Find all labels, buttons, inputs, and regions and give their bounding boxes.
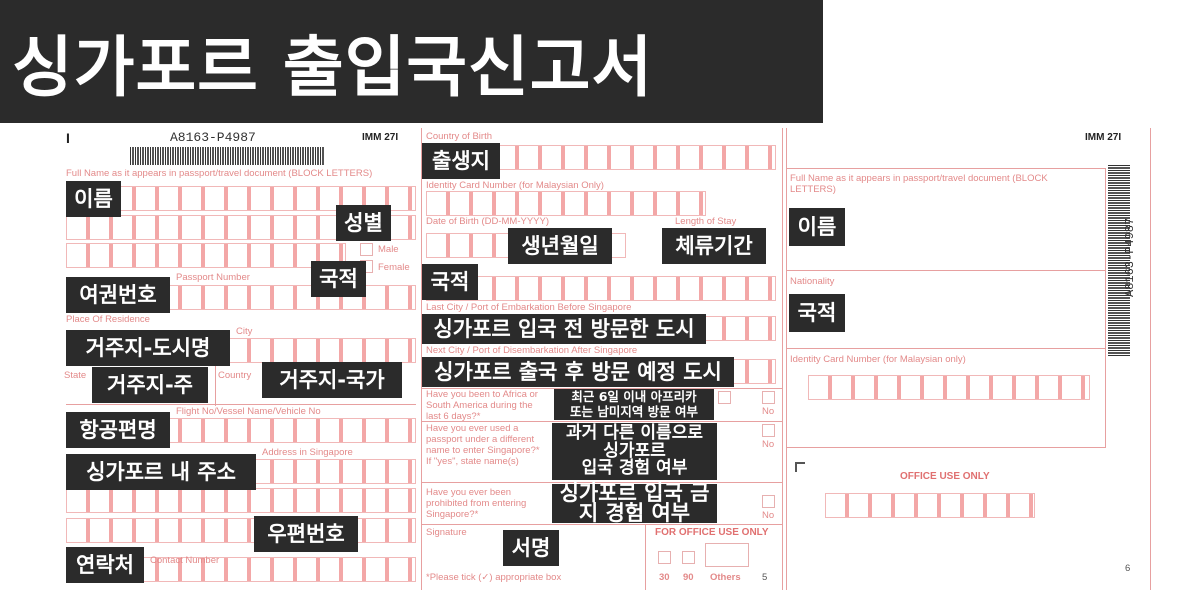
country-of-birth-label: Country of Birth xyxy=(426,131,492,142)
ic-label: Identity Card Number (for Malaysian Only… xyxy=(426,180,604,191)
annotation-different-name: 과거 다른 이름으로 싱가포르 입국 경험 여부 xyxy=(552,423,717,480)
annotation-next-city: 싱가포르 출국 후 방문 예정 도시 xyxy=(422,357,734,387)
page-title: 싱가포르 출입국신고서 xyxy=(0,0,823,123)
annotation-address: 싱가포르 내 주소 xyxy=(66,454,256,490)
annotation-nationality: 국적 xyxy=(311,261,366,297)
office-use-label: OFFICE USE ONLY xyxy=(900,471,990,482)
marker: I xyxy=(66,130,70,146)
90-day-checkbox xyxy=(682,551,695,564)
africa-question: Have you been to Africa or South America… xyxy=(426,389,538,422)
annotation-postal: 우편번호 xyxy=(254,516,358,552)
others-label: Others xyxy=(710,572,741,583)
female-label: Female xyxy=(378,262,410,273)
ic-boxes[interactable] xyxy=(426,191,706,216)
annotation-country: 거주지-국가 xyxy=(262,362,402,398)
no-label: No xyxy=(762,439,775,450)
full-name-label: Full Name as it appears in passport/trav… xyxy=(66,168,373,179)
nationality-label: Nationality xyxy=(790,276,835,287)
corner-mark xyxy=(795,462,805,472)
serial-number-vertical: A8163-P4987 xyxy=(1123,217,1137,297)
annotation-name: 이름 xyxy=(66,181,121,217)
arrival-card-middle xyxy=(421,128,783,590)
form-code: IMM 27I xyxy=(1085,132,1122,143)
corner-number: 5 xyxy=(762,572,768,583)
annotation-nationality-2: 국적 xyxy=(422,264,478,300)
africa-yes-checkbox[interactable] xyxy=(718,391,731,404)
office-use-boxes xyxy=(825,493,1035,518)
annotation-dob: 생년월일 xyxy=(508,228,612,264)
others-box xyxy=(705,543,749,567)
prohibited-no-checkbox[interactable] xyxy=(762,495,775,508)
annotation-contact: 연락처 xyxy=(66,547,144,583)
prohibited-question: Have you ever been prohibited from enter… xyxy=(426,487,527,520)
male-checkbox[interactable] xyxy=(360,243,373,256)
annotation-birthplace: 출생지 xyxy=(422,143,500,179)
90-label: 90 xyxy=(683,572,694,583)
state-label: State xyxy=(64,370,87,381)
africa-no-checkbox[interactable] xyxy=(762,391,775,404)
barcode-vertical xyxy=(1108,165,1130,357)
postal-code-boxes[interactable] xyxy=(66,518,416,543)
male-label: Male xyxy=(378,244,399,255)
form-code: IMM 27I xyxy=(362,132,399,143)
signature-label: Signature xyxy=(426,527,467,538)
annotation-stay: 체류기간 xyxy=(662,228,766,264)
tick-note: *Please tick (✓) appropriate box xyxy=(426,572,562,583)
full-name-boxes[interactable] xyxy=(66,243,346,268)
annotation-prohibited: 싱가포르 입국 금지 경험 여부 xyxy=(552,482,717,523)
address-label: Address in Singapore xyxy=(262,447,353,458)
ic-label: Identity Card Number (for Malaysian only… xyxy=(790,354,966,365)
country-label: Country xyxy=(218,370,252,381)
flight-label: Flight No/Vessel Name/Vehicle No xyxy=(176,406,321,417)
serial-number: A8163-P4987 xyxy=(170,130,256,145)
barcode xyxy=(130,147,325,165)
annotation-right-nationality: 국적 xyxy=(789,294,845,332)
length-of-stay-label: Length of Stay xyxy=(675,216,737,227)
30-day-checkbox xyxy=(658,551,671,564)
annotation-state: 거주지-주 xyxy=(92,367,208,403)
last-city-label: Last City / Port of Embarkation Before S… xyxy=(426,302,632,313)
dob-label: Date of Birth (DD-MM-YYYY) xyxy=(426,216,549,227)
no-label: No xyxy=(762,510,775,521)
30-label: 30 xyxy=(659,572,670,583)
full-name-label: Full Name as it appears in passport/trav… xyxy=(790,173,1048,195)
annotation-last-city: 싱가포르 입국 전 방문한 도시 xyxy=(422,314,706,344)
annotation-right-name: 이름 xyxy=(789,208,845,246)
annotation-africa: 최근 6일 이내 아프리카 또는 남미지역 방문 여부 xyxy=(554,389,714,420)
office-use-label: FOR OFFICE USE ONLY xyxy=(655,527,769,538)
no-label: No xyxy=(762,406,775,417)
city-label: City xyxy=(236,326,253,337)
annotation-passport: 여권번호 xyxy=(66,277,170,313)
annotation-signature: 서명 xyxy=(503,530,559,566)
diff-name-no-checkbox[interactable] xyxy=(762,424,775,437)
annotation-sex: 성별 xyxy=(336,205,391,241)
annotation-flight: 항공편명 xyxy=(66,412,170,448)
next-city-label: Next City / Port of Disembarkation After… xyxy=(426,345,638,356)
different-name-question: Have you ever used a passport under a di… xyxy=(426,423,540,467)
corner-number: 6 xyxy=(1125,563,1131,574)
passport-label: Passport Number xyxy=(176,272,250,283)
nationality-boxes[interactable] xyxy=(426,276,776,301)
address-boxes[interactable] xyxy=(66,488,416,513)
residence-label: Place Of Residence xyxy=(66,314,150,325)
ic-boxes[interactable] xyxy=(808,375,1090,400)
contact-label: Contact Number xyxy=(150,555,220,566)
annotation-city: 거주지-도시명 xyxy=(66,330,230,366)
